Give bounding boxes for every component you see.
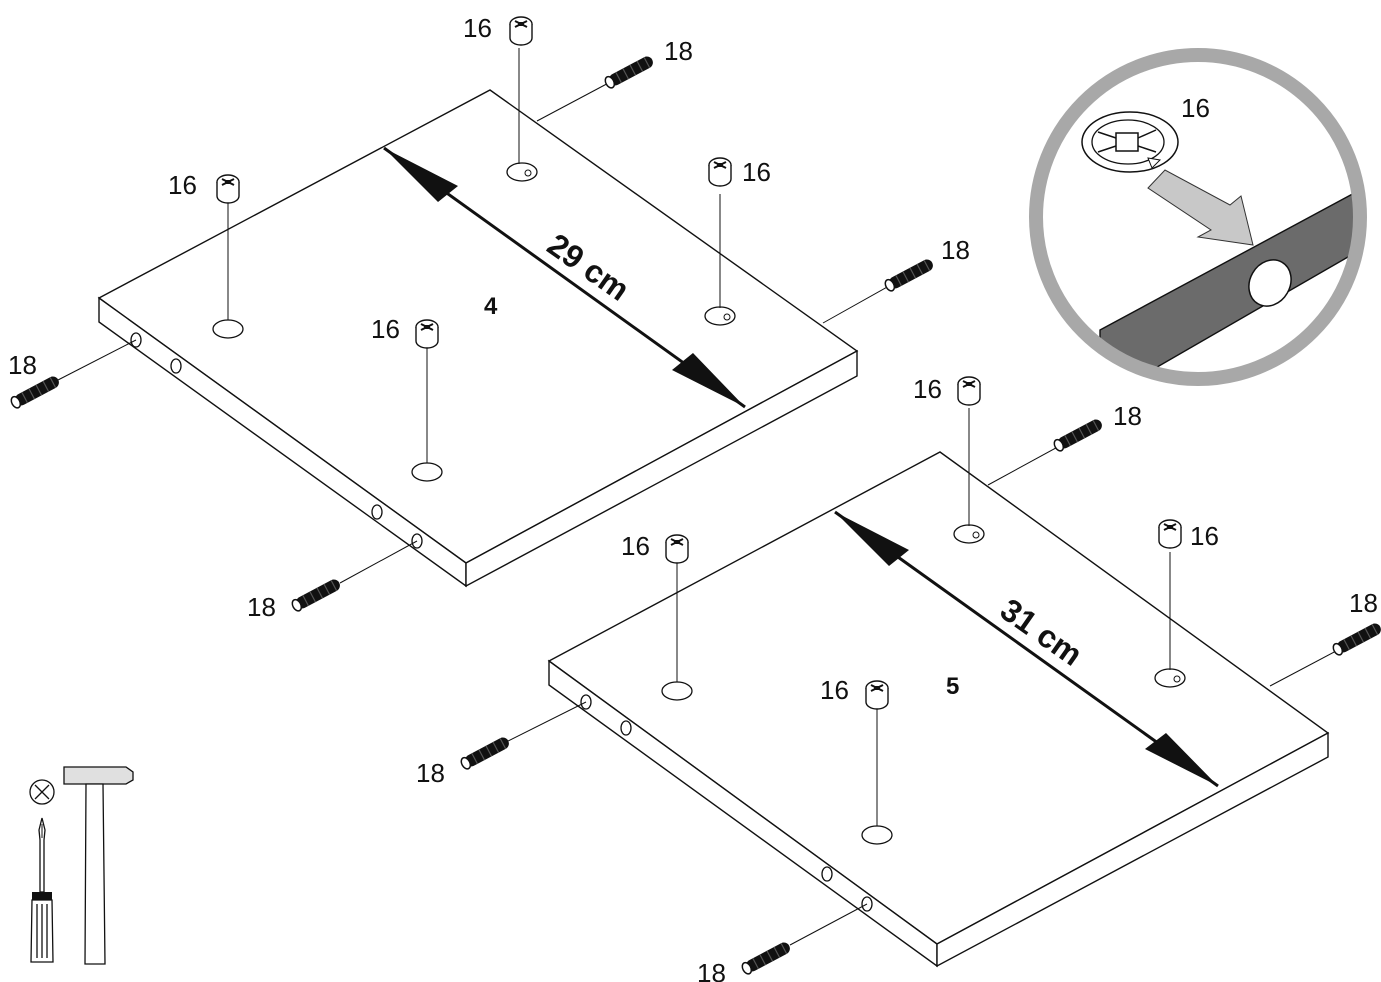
panel-4: 29 cm 4 bbox=[97, 89, 859, 588]
zoom-cam-label: 16 bbox=[1181, 93, 1210, 123]
dowel-label: 18 bbox=[416, 758, 445, 788]
cam-top-view-icon bbox=[1081, 111, 1179, 173]
panel-4-number: 4 bbox=[484, 293, 498, 320]
panel-5: 31 cm 5 bbox=[547, 451, 1330, 968]
screwdriver-icon bbox=[30, 817, 54, 963]
zoom-detail: 16 bbox=[1029, 48, 1367, 386]
no-power-tool-icon bbox=[29, 779, 55, 805]
cam-label: 16 bbox=[820, 675, 849, 705]
tools bbox=[29, 766, 134, 965]
hammer-icon bbox=[63, 766, 134, 965]
cam-label: 16 bbox=[1190, 521, 1219, 551]
dowel-label: 18 bbox=[941, 235, 970, 265]
dowel-label: 18 bbox=[664, 36, 693, 66]
cam-label: 16 bbox=[371, 314, 400, 344]
panel-5-number: 5 bbox=[946, 673, 959, 700]
dowel-label: 18 bbox=[1349, 588, 1378, 618]
dowel-label: 18 bbox=[1113, 401, 1142, 431]
cam-label: 16 bbox=[913, 374, 942, 404]
panel-5-labels: 16 16 16 16 18 18 18 18 bbox=[416, 374, 1378, 982]
dowel-label: 18 bbox=[697, 958, 726, 982]
cam-label: 16 bbox=[168, 170, 197, 200]
dowel-label: 18 bbox=[247, 592, 276, 622]
cam-label: 16 bbox=[742, 157, 771, 187]
cam-label: 16 bbox=[621, 531, 650, 561]
cam-label: 16 bbox=[463, 13, 492, 43]
dowel-label: 18 bbox=[8, 350, 37, 380]
panel-4-labels: 16 16 16 16 18 18 18 18 bbox=[8, 13, 970, 622]
